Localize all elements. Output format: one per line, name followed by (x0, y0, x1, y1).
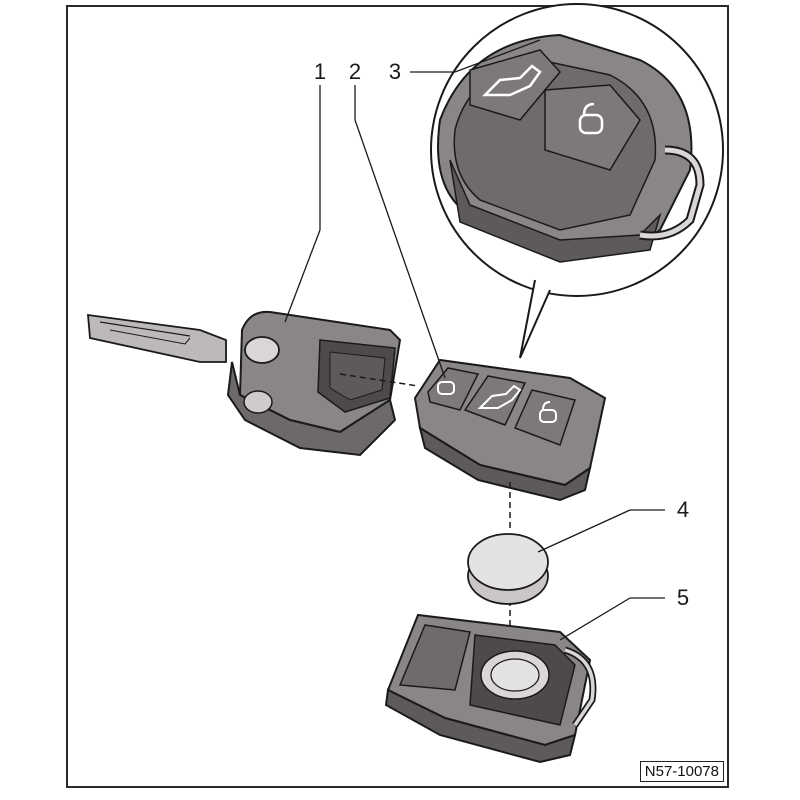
trunk-icon (477, 384, 522, 409)
callout-2: 2 (349, 59, 361, 84)
trunk-button-zoom (469, 49, 561, 121)
trunk-icon (481, 64, 542, 97)
unlock-icon (539, 401, 557, 423)
lock-icon (437, 381, 455, 395)
battery-tray (384, 613, 597, 764)
remote-control-unit (413, 358, 607, 502)
key-housing (87, 310, 402, 457)
callout-3: 3 (389, 59, 401, 84)
callout-4: 4 (677, 497, 689, 522)
magnified-detail (430, 3, 724, 359)
coin-battery (467, 533, 549, 605)
unlock-button-zoom (544, 84, 641, 171)
reference-code: N57-10078 (639, 761, 724, 782)
unlock-icon (578, 102, 604, 135)
leader-lines (284, 39, 665, 641)
callout-1: 1 (314, 59, 326, 84)
callout-5: 5 (677, 585, 689, 610)
